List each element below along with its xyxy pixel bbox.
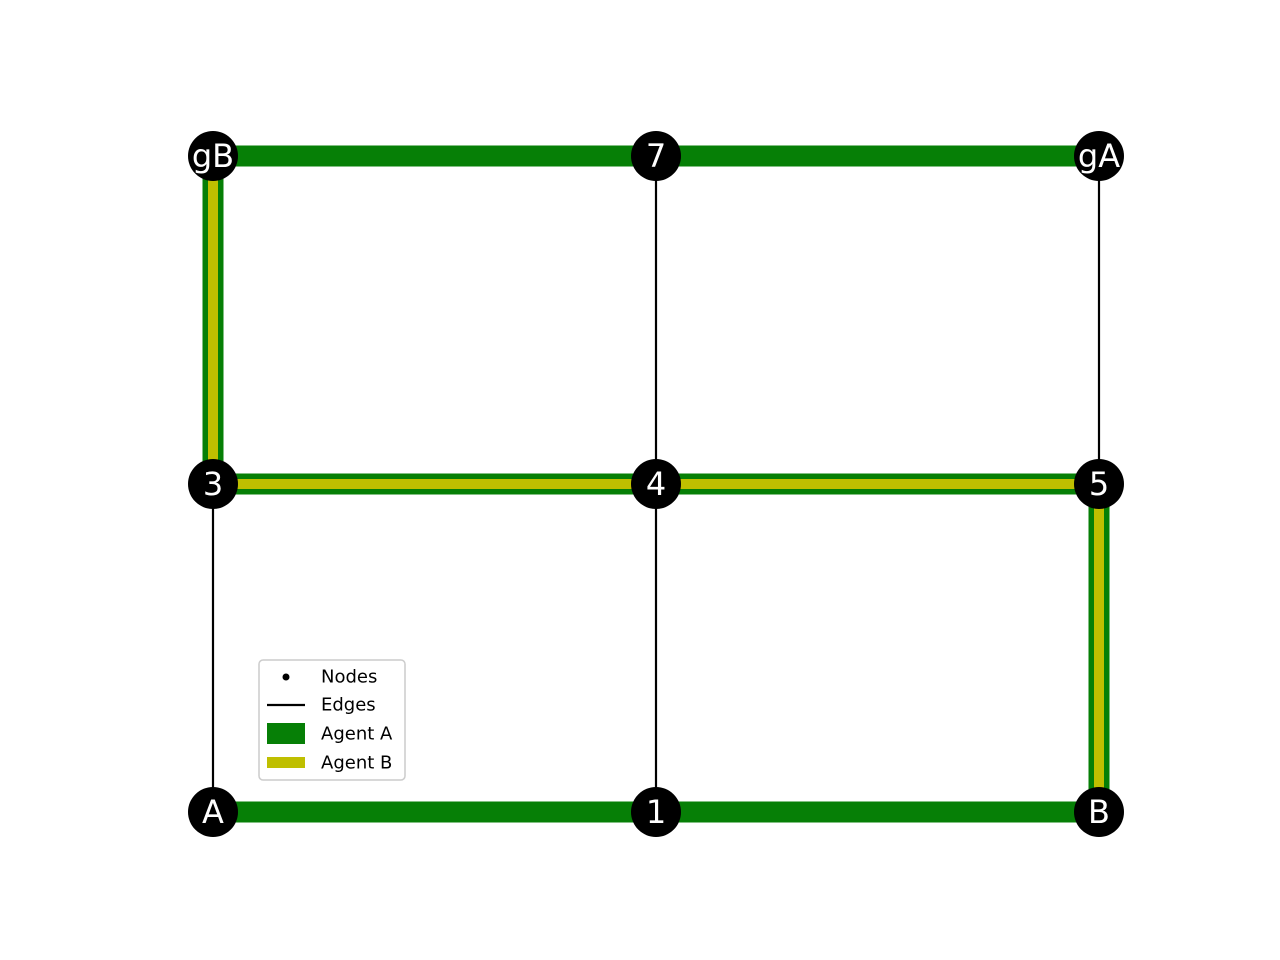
node-1: 1: [631, 787, 681, 837]
node-5: 5: [1074, 459, 1124, 509]
legend-nodes-marker: [282, 673, 290, 681]
nodes-layer: A 1 B 3 4 5 gB 7 gA: [188, 131, 1124, 837]
legend-agent-b-label: Agent B: [321, 753, 392, 774]
node-gA: gA: [1074, 131, 1124, 181]
node-circle: [1074, 131, 1124, 181]
node-circle: [631, 131, 681, 181]
legend-agent-b-swatch: [267, 757, 305, 768]
node-label: gA: [1078, 137, 1120, 175]
node-circle: [1074, 459, 1124, 509]
legend-agent-a-swatch: [267, 723, 305, 744]
agent-b-path-layer: [208, 156, 1104, 812]
legend-frame: [258, 659, 406, 781]
legend: Nodes Edges Agent A Agent B: [258, 659, 406, 781]
legend-agent-a-label: Agent A: [321, 724, 393, 745]
node-gB: gB: [188, 131, 238, 181]
node-circle: [631, 787, 681, 837]
node-label: 5: [1089, 465, 1109, 503]
node-circle: [188, 131, 238, 181]
node-A: A: [188, 787, 238, 837]
legend-edges-label: Edges: [321, 695, 376, 716]
node-circle: [188, 787, 238, 837]
node-label: 1: [646, 793, 666, 831]
node-circle: [1074, 787, 1124, 837]
node-label: 3: [203, 465, 223, 503]
node-3: 3: [188, 459, 238, 509]
node-label: A: [202, 793, 224, 831]
node-label: 7: [646, 137, 666, 175]
legend-nodes-label: Nodes: [321, 667, 377, 688]
node-circle: [631, 459, 681, 509]
node-B: B: [1074, 787, 1124, 837]
node-label: 4: [646, 465, 666, 503]
node-circle: [188, 459, 238, 509]
node-label: gB: [192, 137, 234, 175]
node-7: 7: [631, 131, 681, 181]
node-4: 4: [631, 459, 681, 509]
node-label: B: [1088, 793, 1110, 831]
